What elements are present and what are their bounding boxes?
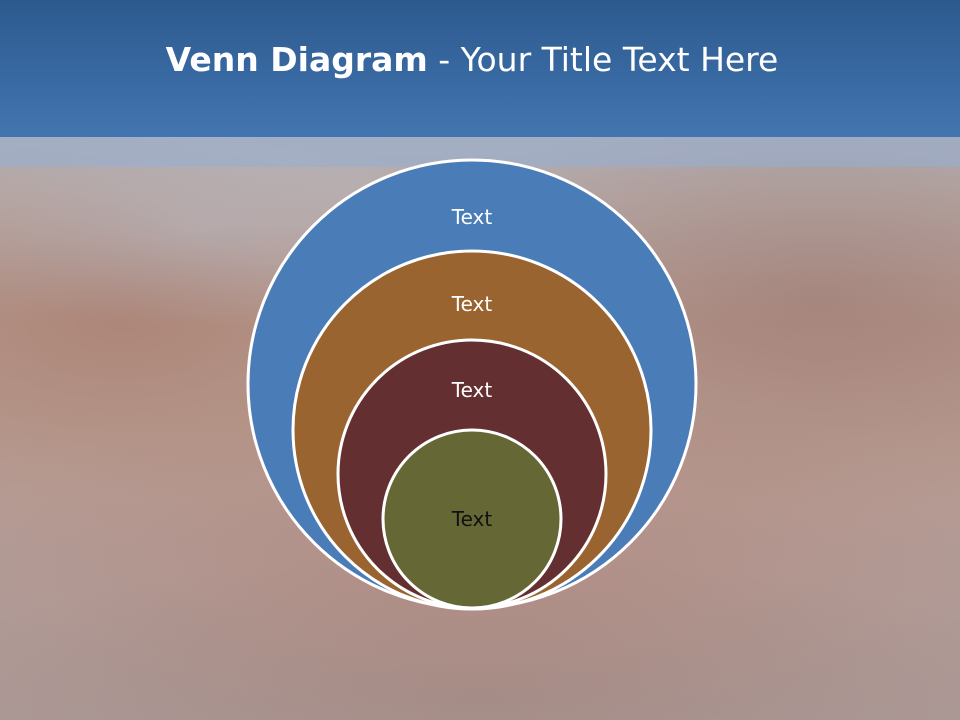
outer-circle-label: Text (451, 205, 493, 229)
title-rest: - Your Title Text Here (427, 40, 779, 79)
title-bold: Venn Diagram (165, 40, 428, 79)
inner-circle-label: Text (451, 507, 493, 531)
slide-title: Venn Diagram - Your Title Text Here (0, 40, 944, 79)
third-circle-label: Text (451, 378, 493, 402)
inner-circle (381, 428, 563, 610)
title-bar (0, 0, 960, 137)
second-circle-label: Text (451, 292, 493, 316)
